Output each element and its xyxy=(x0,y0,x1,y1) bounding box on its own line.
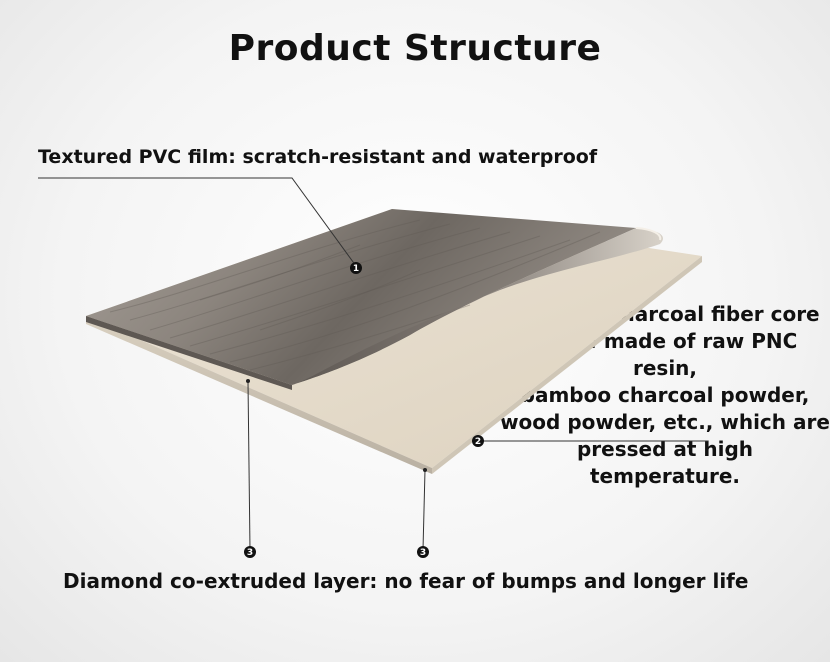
core-label-line-4: wood powder, etc., which are xyxy=(500,410,830,434)
marker-3-right: 3 xyxy=(417,546,429,558)
leader-dot-left xyxy=(246,379,250,383)
core-board-edge-front xyxy=(86,316,432,474)
film-layer-label: Textured PVC film: scratch-resistant and… xyxy=(38,146,598,168)
leader-lines xyxy=(38,177,708,551)
leader-base-right xyxy=(422,469,426,551)
core-label-line-3: bamboo charcoal powder, xyxy=(520,383,810,407)
core-board-edge-right xyxy=(432,256,702,474)
core-label-line-5: pressed at high temperature. xyxy=(576,437,754,488)
wood-film-surface xyxy=(86,209,636,385)
marker-1: 1 xyxy=(350,262,362,274)
marker-1-number: 1 xyxy=(353,264,359,274)
wood-film-curl xyxy=(292,228,663,385)
wood-film-edge xyxy=(86,316,292,390)
base-layer-label: Diamond co-extruded layer: no fear of bu… xyxy=(63,569,749,593)
marker-2: 2 xyxy=(472,435,484,447)
leader-base-left xyxy=(247,381,251,551)
marker-2-number: 2 xyxy=(475,437,481,447)
wood-film-curl-highlight xyxy=(635,227,662,241)
marker-3-right-number: 3 xyxy=(420,548,426,558)
leader-film xyxy=(38,177,357,267)
marker-3-left: 3 xyxy=(244,546,256,558)
page-title: Product Structure xyxy=(228,28,602,69)
marker-3-left-number: 3 xyxy=(247,548,253,558)
leader-dot-right xyxy=(423,468,427,472)
wood-grain xyxy=(109,219,601,371)
